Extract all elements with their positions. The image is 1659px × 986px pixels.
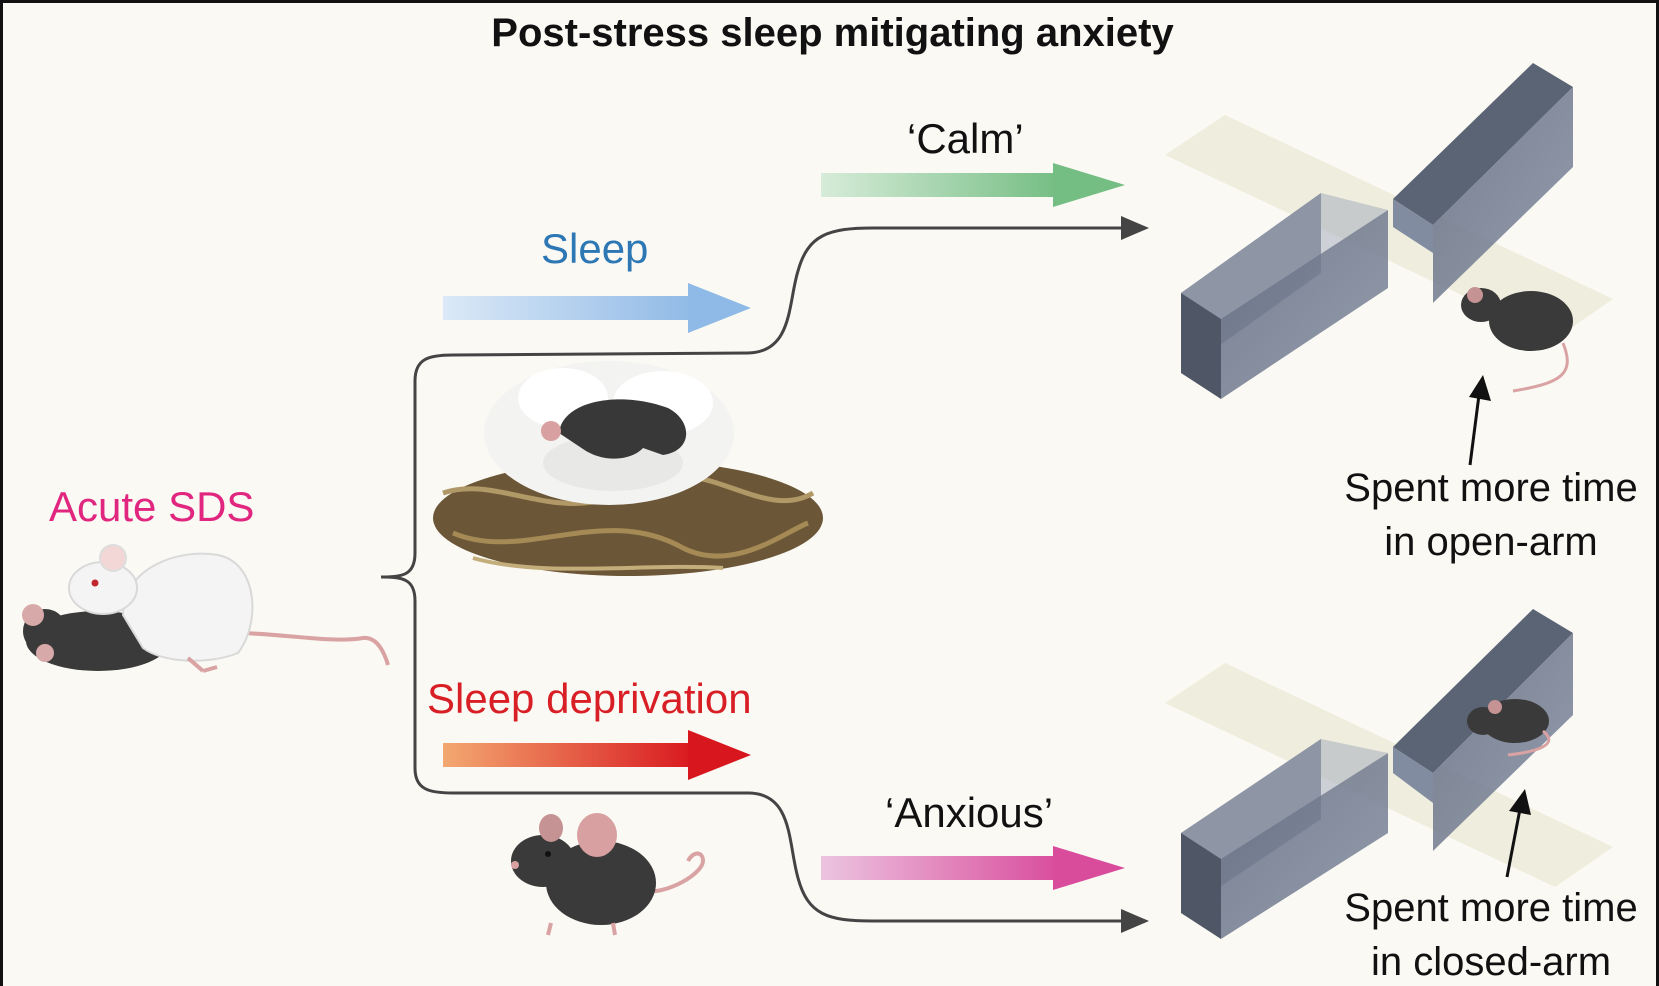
- closed-arm-note-line-1: Spent more time: [1344, 886, 1638, 930]
- sleep-deprivation-label: Sleep deprivation: [427, 675, 752, 722]
- sleep-deprivation-arrow: [443, 730, 751, 780]
- sleep-arrow: [443, 283, 751, 333]
- calm-arrow: [821, 163, 1125, 207]
- elevated-plus-maze-bottom: [1165, 609, 1613, 939]
- open-arm-note-line-1: Spent more time: [1344, 466, 1638, 510]
- social-defeat-rat-mouse-illustration: [22, 544, 390, 673]
- closed-arm-note-line-2: in closed-arm: [1370, 940, 1612, 984]
- branch-bracket: [380, 226, 1141, 923]
- anxious-arrow: [821, 846, 1125, 890]
- awake-mouse-illustration: [511, 813, 706, 936]
- calm-label: ‘Calm’: [907, 115, 1024, 162]
- open-arm-note-line-2: in open-arm: [1384, 520, 1598, 564]
- elevated-plus-maze-top: [1165, 63, 1613, 399]
- sleep-label: Sleep: [541, 225, 649, 272]
- closed-arm-note: Spent more time in closed-arm: [1326, 881, 1656, 986]
- diagram-canvas: [22, 63, 1613, 939]
- acute-sds-label: Acute SDS: [49, 483, 255, 530]
- branch-arrowhead-top: [1121, 216, 1149, 240]
- open-arm-note: Spent more time in open-arm: [1326, 461, 1656, 569]
- closed-arm-pointer-arrow: [1505, 789, 1531, 878]
- open-arm-pointer-arrow: [1468, 375, 1491, 466]
- anxious-label: ‘Anxious’: [885, 789, 1054, 836]
- branch-arrowhead-bottom: [1121, 909, 1149, 933]
- nest-sleeping-mouse-illustration: [433, 361, 823, 576]
- figure-title: Post-stress sleep mitigating anxiety: [491, 11, 1174, 55]
